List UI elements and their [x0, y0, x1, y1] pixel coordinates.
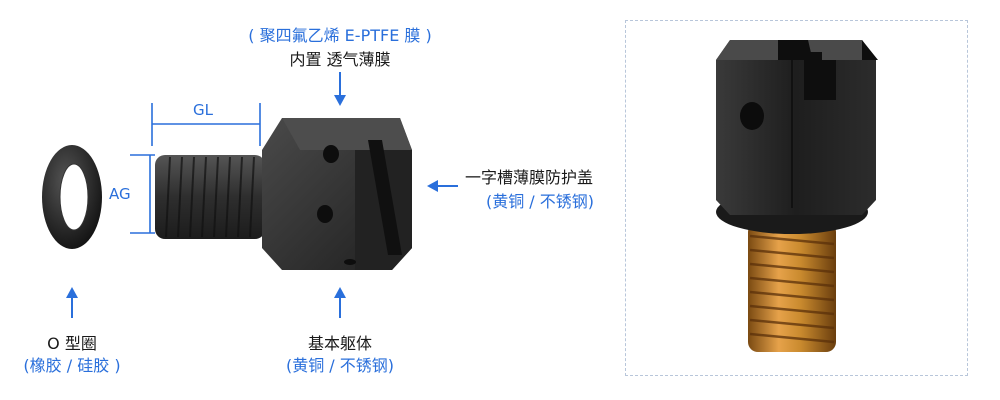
gl-label: GL	[193, 101, 213, 119]
body-label-material: (黄铜 / 不锈钢)	[285, 356, 395, 375]
threaded-stem	[155, 155, 265, 239]
top-label-name: 内置 透气薄膜	[289, 50, 391, 69]
cap-label-material: (黄铜 / 不锈钢)	[485, 192, 595, 211]
arrow-cap	[427, 180, 458, 192]
oring-label-material: (橡胶 / 硅胶 )	[23, 356, 121, 375]
cap-label-name: 一字槽薄膜防护盖	[465, 168, 594, 187]
ag-dimension	[130, 154, 155, 234]
arrow-body	[334, 287, 346, 318]
top-label-material: ( 聚四氟乙烯 E-PTFE 膜 )	[248, 26, 432, 45]
o-ring	[42, 145, 102, 249]
gl-dimension	[151, 103, 261, 146]
oring-label-name: O 型圈	[47, 334, 97, 353]
ag-label: AG	[109, 185, 131, 203]
arrow-oring	[66, 287, 78, 318]
body-label-name: 基本躯体	[307, 334, 372, 353]
arrow-top	[334, 72, 346, 106]
hex-body	[262, 118, 412, 270]
photo-frame	[625, 20, 968, 376]
product-photo	[716, 40, 878, 352]
